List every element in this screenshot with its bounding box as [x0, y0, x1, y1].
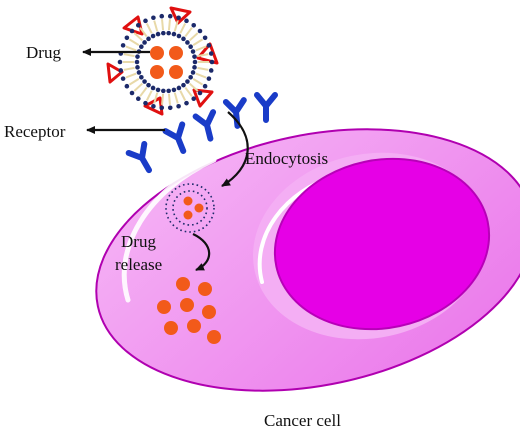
- drug-particle-icon: [183, 196, 204, 220]
- drug-label: Drug: [26, 43, 61, 62]
- y-shaped-receptor-icon: [192, 109, 217, 142]
- released-drug-particles: [157, 277, 221, 344]
- liposome-icon: [106, 6, 219, 116]
- drug-particle-icon: [150, 46, 183, 79]
- y-shaped-receptor-icon: [254, 92, 278, 123]
- cancer-cell: [95, 128, 520, 392]
- endosome: [165, 183, 215, 233]
- cancer-cell-label: Cancer cell: [264, 411, 341, 430]
- receptors: [125, 92, 278, 174]
- receptor-label: Receptor: [4, 122, 66, 141]
- arrow-icon: [192, 233, 211, 272]
- endocytosis-label: Endocytosis: [245, 149, 328, 168]
- y-shaped-receptor-icon: [162, 121, 187, 154]
- liposome-core: [140, 36, 192, 88]
- lipid-bilayer: [117, 13, 215, 111]
- cell-highlight: [121, 157, 217, 303]
- drug-release-label-line1: Drug: [121, 232, 156, 251]
- y-shaped-receptor-icon: [125, 140, 152, 174]
- drug-release-label-line2: release: [115, 255, 162, 274]
- nucleus: [273, 157, 491, 331]
- arrow-icon: [221, 111, 249, 187]
